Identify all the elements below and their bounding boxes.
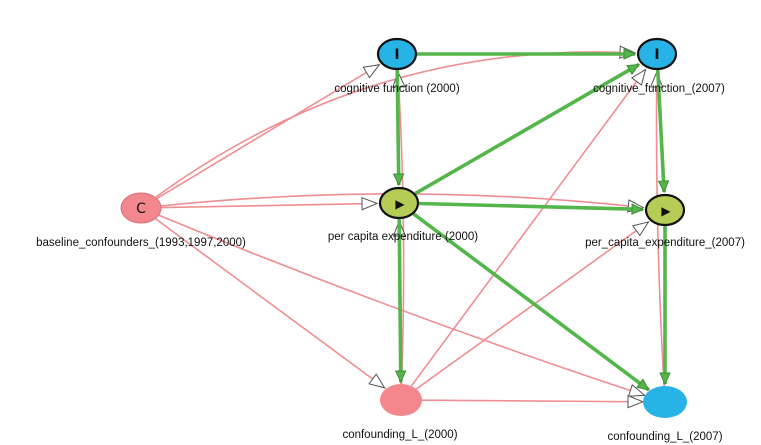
node-confounding-l-2000[interactable]: confounding_L_(2000) — [342, 384, 458, 441]
node-baseline-confounders[interactable]: C baseline_confounders_(1993,1997,2000) — [36, 192, 246, 249]
node-label: cognitive function (2000) — [334, 83, 459, 95]
edge-exp-2000-to-conf-2000 — [394, 218, 407, 384]
node-confounding-l-2007[interactable]: confounding_L_(2007) — [607, 386, 723, 443]
edge-exp-2000-to-cognitive-2007 — [414, 62, 641, 196]
node-label: confounding_L_(2007) — [607, 431, 722, 443]
edge-conf-2007-to-cognitive-2007 — [649, 70, 665, 387]
edge-exp-2000-to-conf-2007 — [412, 212, 650, 392]
node-cognitive-function-2000[interactable]: I cognitive function (2000) — [334, 37, 460, 95]
play-icon: ▶ — [395, 197, 405, 211]
exposure-node-shape — [644, 193, 686, 227]
play-icon: ▶ — [661, 204, 671, 218]
edge-cognitive-2000-to-exp-2000 — [392, 69, 405, 187]
outcome-node-shape — [636, 37, 678, 71]
nodes-layer: I cognitive function (2000) I cognitive_… — [36, 37, 745, 443]
edges-layer — [155, 45, 671, 409]
edge-cognitive-2007-to-exp-2007 — [656, 69, 670, 194]
node-cognitive-function-2007[interactable]: I cognitive_function_(2007) — [593, 37, 725, 95]
node-label: cognitive_function_(2007) — [593, 83, 725, 95]
exposure-node-shape — [378, 186, 420, 220]
node-label: baseline_confounders_(1993,1997,2000) — [36, 237, 246, 249]
node-label: per_capita_expenditure_(2007) — [585, 237, 745, 249]
adjusted-icon: C — [136, 201, 146, 217]
adjusted-node-shape — [380, 384, 422, 416]
edge-conf-2000-to-cognitive-2007 — [410, 68, 647, 387]
edge-conf-2000-to-conf-2007 — [420, 394, 645, 409]
edge-baseline-to-exp-2000 — [160, 196, 379, 211]
edge-baseline-to-cognitive-2000 — [156, 64, 381, 200]
node-per-capita-expenditure-2007[interactable]: ▶ per_capita_expenditure_(2007) — [585, 193, 745, 249]
node-label: confounding_L_(2000) — [342, 429, 457, 441]
node-label: per capita expenditure (2000) — [328, 231, 478, 243]
node-per-capita-expenditure-2000[interactable]: ▶ per capita expenditure (2000) — [328, 186, 478, 243]
edge-conf-2000-to-exp-2007 — [415, 221, 650, 390]
edge-baseline-to-cognitive-2007 — [155, 45, 637, 198]
adjusted-node-shape — [120, 192, 162, 224]
outcome-node-shape — [376, 37, 418, 71]
outcome-node-shape — [643, 386, 687, 418]
edge-exp-2000-to-exp-2007 — [418, 201, 645, 215]
edge-baseline-to-conf-2000 — [155, 218, 386, 389]
outcome-icon: I — [654, 47, 659, 63]
outcome-icon: I — [394, 47, 399, 63]
